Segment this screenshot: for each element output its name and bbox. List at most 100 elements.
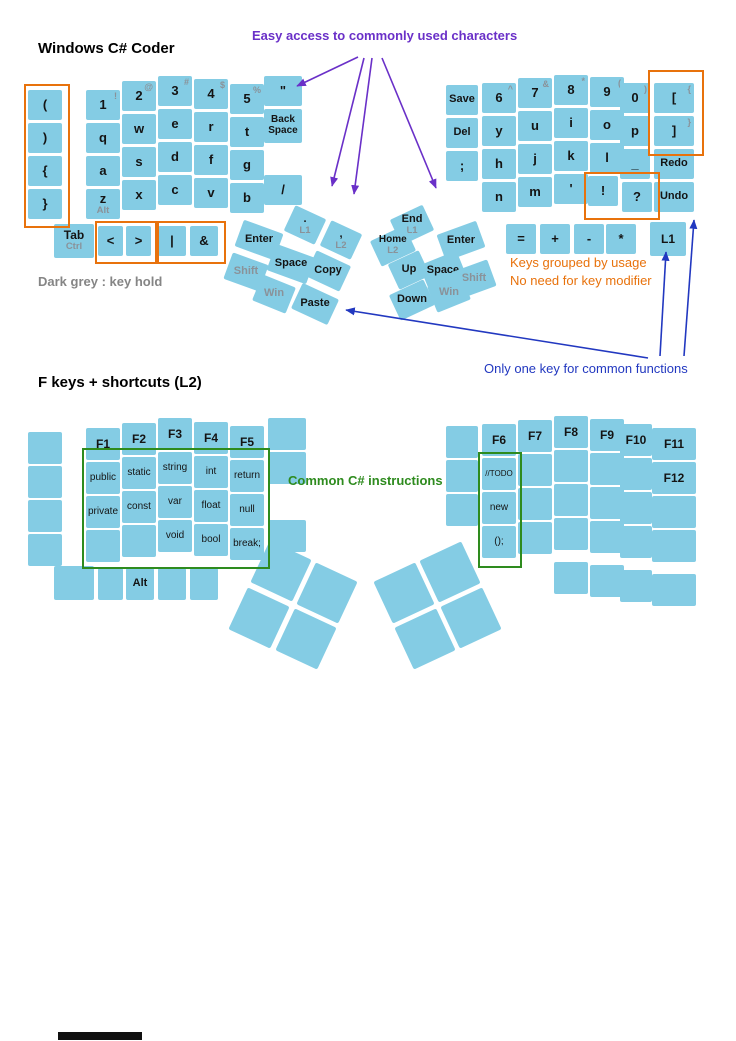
key-shift-label: % <box>252 85 261 95</box>
key-label: F3 <box>167 426 182 441</box>
key-label: 4 <box>207 85 215 101</box>
key-hold-label: L1 <box>299 224 311 236</box>
key-label: _ <box>631 155 639 171</box>
key-label: g <box>243 156 251 172</box>
key-label: ! <box>600 182 606 198</box>
key-void: void <box>158 520 192 552</box>
key-asterisk: * <box>606 224 636 254</box>
layer2-title: F keys + shortcuts (L2) <box>38 374 202 391</box>
key-t: t <box>230 117 264 147</box>
key-b: b <box>230 183 264 213</box>
key-blank <box>590 565 624 597</box>
key-label: 9 <box>603 83 611 99</box>
key-label: n <box>495 188 503 204</box>
key-label: string <box>162 461 188 473</box>
key-f: f <box>194 145 228 175</box>
key-label: [ <box>671 89 677 105</box>
key-hold-label: Ctrl <box>65 241 83 253</box>
key-label: F7 <box>527 428 542 443</box>
key-label: " <box>279 82 287 98</box>
key-f4: F4 <box>194 422 228 454</box>
key-blank <box>268 418 306 450</box>
key-blank <box>554 518 588 550</box>
key-label: j <box>533 150 537 166</box>
key-label: Undo <box>659 190 689 203</box>
key-blank <box>554 450 588 482</box>
key-f10: F10 <box>620 424 652 456</box>
key-u: u <box>518 111 552 141</box>
key-label: Paste <box>300 297 330 310</box>
key-todo-comment: //TODO <box>482 458 516 490</box>
key-label: ' <box>569 180 573 196</box>
key-less-than: < <box>98 226 123 256</box>
key-shift-label: @ <box>144 82 153 92</box>
key-blank <box>28 432 62 464</box>
key-string: string <box>158 452 192 484</box>
key-f9: F9 <box>590 419 624 451</box>
key-a: a <box>86 156 120 186</box>
key-label: F9 <box>599 427 614 442</box>
easy-access-note: Easy access to commonly used characters <box>252 28 518 43</box>
key-y: y <box>482 116 516 146</box>
key-f11: F11 <box>652 428 696 460</box>
grouped-by-usage-note: Keys grouped by usage No need for key mo… <box>510 254 652 290</box>
key-null: null <box>230 494 264 526</box>
key-blank <box>28 500 62 532</box>
key-close-bracket: ]} <box>654 116 694 146</box>
key-blank <box>518 488 552 520</box>
key-paste: Paste <box>290 282 340 326</box>
key-label: } <box>42 195 48 211</box>
key-label: p <box>631 122 639 138</box>
key-label: x <box>135 186 143 202</box>
key-label: F5 <box>239 434 254 449</box>
key-int: int <box>194 456 228 488</box>
csharp-instructions-note: Common C# instructions <box>288 473 443 488</box>
key-label: - <box>586 230 592 246</box>
key-label: b <box>243 189 251 205</box>
key-label: h <box>495 155 503 171</box>
key-d: d <box>158 142 192 172</box>
key-question: ? <box>622 182 652 212</box>
key-label: * <box>618 230 624 246</box>
key-shift-label: $ <box>219 80 225 90</box>
key-label: z <box>99 190 107 206</box>
key-static: static <box>122 457 156 489</box>
key-label: void <box>165 529 185 541</box>
key-4: 4$ <box>194 79 228 109</box>
key-f7: F7 <box>518 420 552 452</box>
key-q: q <box>86 123 120 153</box>
key-label: w <box>133 120 145 136</box>
key-greater-than: > <box>126 226 151 256</box>
key-label: Up <box>401 263 417 276</box>
key-blank <box>620 570 652 602</box>
key-call-parens: (); <box>482 526 516 558</box>
key-label: Back Space <box>268 114 298 136</box>
key-label: | <box>170 232 174 248</box>
key-label: F8 <box>563 424 578 439</box>
key-label: int <box>205 465 217 477</box>
key-label: < <box>106 232 115 248</box>
key-underscore: _ <box>620 149 650 179</box>
key-label: break; <box>233 537 261 549</box>
key-label: 0 <box>631 89 639 105</box>
key-label: Win <box>438 286 460 299</box>
key-m: m <box>518 177 552 207</box>
key-f8: F8 <box>554 416 588 448</box>
key-label: F11 <box>663 436 684 451</box>
key-blank <box>86 530 120 562</box>
grouped-note-line2: No need for key modifier <box>510 273 652 288</box>
key-private: private <box>86 496 120 528</box>
key-label: Shift <box>233 265 259 278</box>
key-blank <box>590 453 624 485</box>
key-7: 7& <box>518 78 552 108</box>
key-label: Del <box>453 126 471 139</box>
key-blank <box>190 568 218 600</box>
key-label: public <box>89 471 117 483</box>
key-e: e <box>158 109 192 139</box>
grouped-note-line1: Keys grouped by usage <box>510 255 647 270</box>
key-label: / <box>281 181 285 197</box>
key-undo: Undo <box>654 182 694 212</box>
key-label: o <box>603 116 611 132</box>
